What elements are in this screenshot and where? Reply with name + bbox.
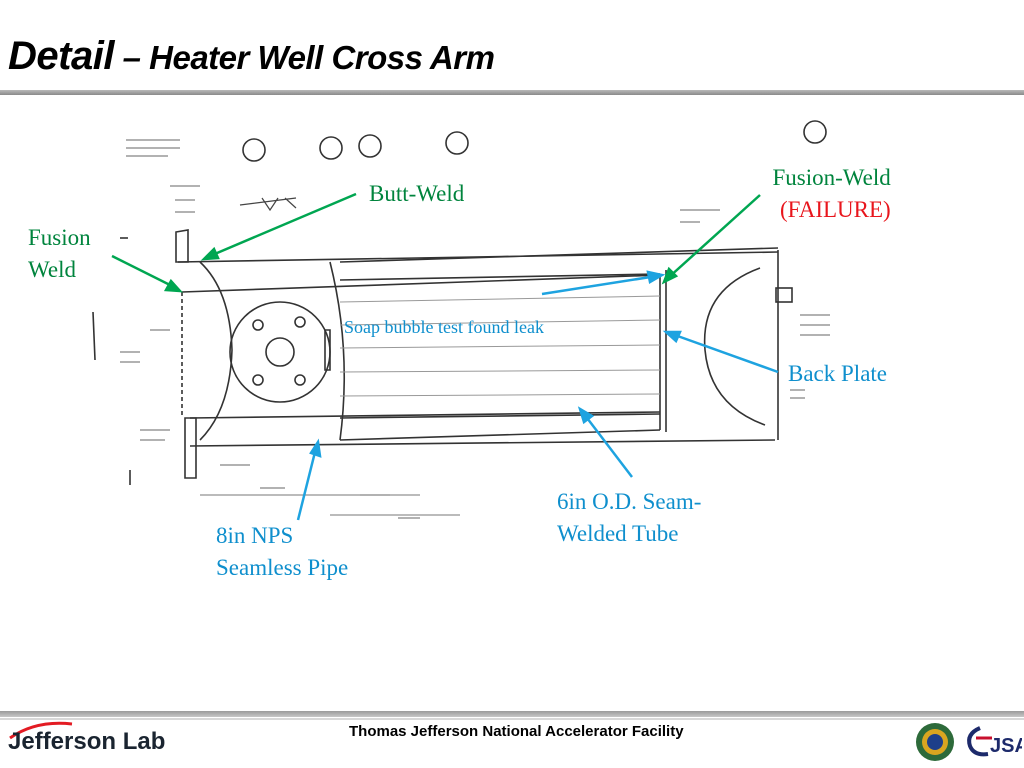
label-nps-pipe-line1: 8in NPS bbox=[216, 523, 294, 548]
label-seam-welded-tube-line1: 6in O.D. Seam- bbox=[557, 489, 702, 514]
label-fusion-weld-failure: Fusion-Weld (FAILURE) bbox=[770, 162, 891, 226]
label-fusion-weld: Fusion Weld bbox=[28, 222, 91, 286]
balloon-1 bbox=[242, 138, 266, 162]
jefferson-lab-logo: Jefferson Lab bbox=[8, 728, 166, 755]
title-dash: – bbox=[113, 39, 150, 76]
jefferson-lab-swoosh-icon bbox=[9, 721, 73, 740]
footer-divider bbox=[0, 711, 1024, 717]
label-fusion-weld-line1: Fusion bbox=[28, 225, 91, 250]
jsa-logo-text: JSA bbox=[990, 735, 1022, 757]
title-rest: Heater Well Cross Arm bbox=[149, 39, 495, 76]
label-soap-bubble: Soap bubble test found leak bbox=[344, 317, 544, 337]
label-seam-welded-tube: 6in O.D. Seam- Welded Tube bbox=[557, 486, 701, 550]
balloon-2 bbox=[358, 134, 382, 158]
title-main: Detail bbox=[8, 34, 114, 78]
slide-title: Detail – Heater Well Cross Arm bbox=[8, 34, 495, 79]
label-seam-welded-tube-line2: Welded Tube bbox=[557, 521, 679, 546]
facility-name: Thomas Jefferson National Accelerator Fa… bbox=[349, 723, 684, 740]
label-failure-text: (FAILURE) bbox=[780, 197, 891, 222]
doe-seal-icon bbox=[916, 723, 954, 761]
label-fusion-weld-failure-line1: Fusion-Weld bbox=[772, 165, 891, 190]
balloon-3 bbox=[319, 136, 343, 160]
title-divider bbox=[0, 90, 1024, 95]
label-back-plate: Back Plate bbox=[788, 361, 887, 386]
label-nps-pipe-line2: Seamless Pipe bbox=[216, 555, 349, 580]
footer-divider-light bbox=[0, 718, 1024, 720]
balloon-6 bbox=[803, 120, 827, 144]
balloon-4 bbox=[445, 131, 469, 155]
jsa-logo-icon: JSA bbox=[967, 726, 1022, 757]
label-nps-pipe: 8in NPS Seamless Pipe bbox=[216, 520, 348, 584]
label-fusion-weld-line2: Weld bbox=[28, 257, 76, 282]
heater-well-drawing bbox=[92, 120, 830, 521]
label-butt-weld: Butt-Weld bbox=[369, 181, 465, 206]
